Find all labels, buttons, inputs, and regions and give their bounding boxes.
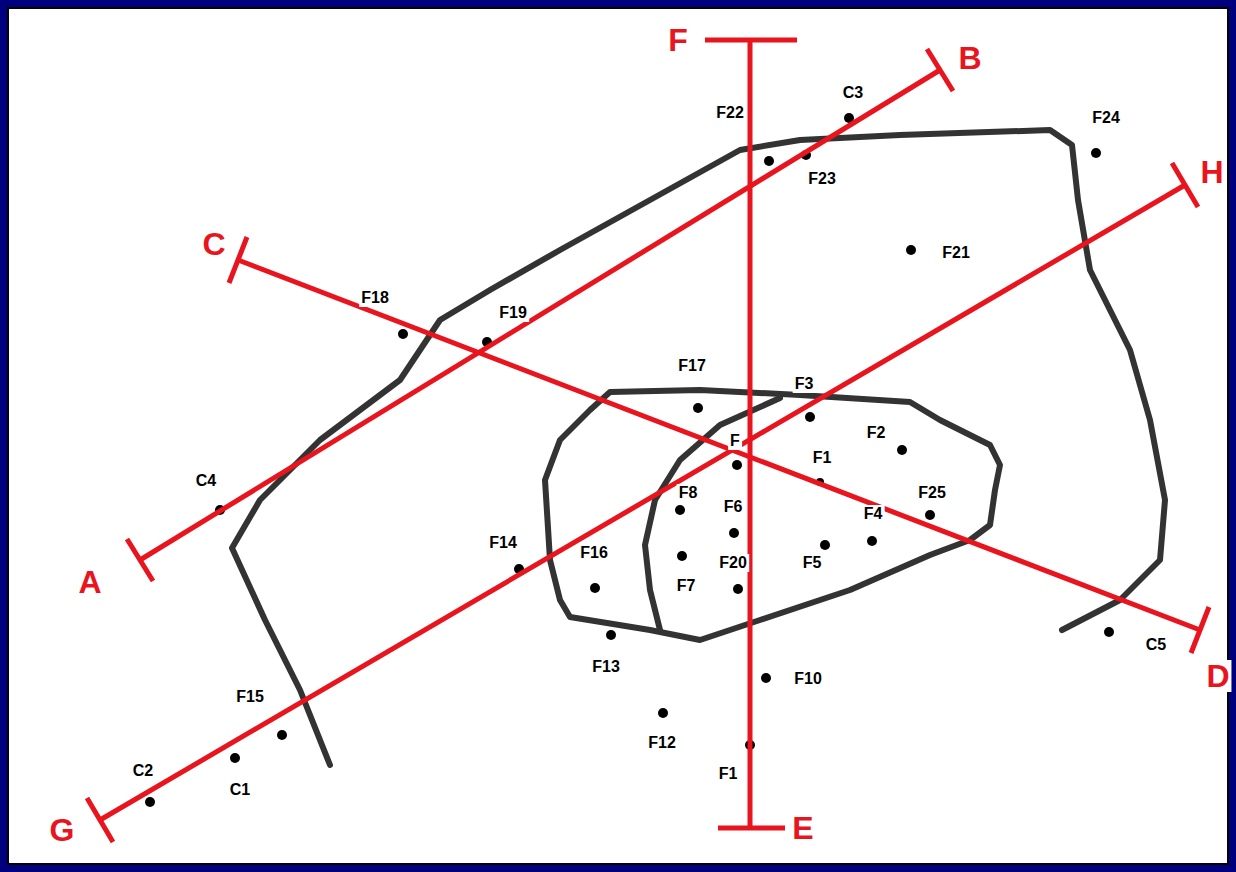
point-label: F19	[497, 304, 529, 322]
point-label: F17	[676, 357, 708, 375]
point-label: F8	[677, 484, 700, 502]
point-label: F20	[717, 554, 749, 572]
point-label: F24	[1090, 109, 1122, 127]
section-line	[748, 40, 753, 828]
point-label: C4	[194, 472, 218, 490]
map-frame	[8, 8, 1228, 864]
section-letter: H	[1198, 156, 1225, 188]
point-label: F5	[801, 554, 824, 572]
point-label: F7	[675, 577, 698, 595]
point-label: F1	[717, 765, 740, 783]
section-letter: D	[1204, 660, 1231, 692]
point-label: F16	[578, 544, 610, 562]
point-label: F12	[646, 734, 678, 752]
point-label: F22	[714, 104, 746, 122]
point-label: F1	[811, 449, 834, 467]
section-letter: G	[48, 814, 77, 846]
point-label: F18	[359, 289, 391, 307]
section-letter: F	[666, 24, 690, 56]
section-line	[238, 260, 1200, 630]
section-lines	[87, 40, 1209, 842]
point-label: F14	[487, 534, 519, 552]
point-label: F4	[862, 505, 885, 523]
section-letter: B	[956, 42, 983, 74]
point-label: F3	[793, 375, 816, 393]
point-label: F6	[722, 498, 745, 516]
outer-boundary	[232, 130, 1165, 765]
section-letter: C	[200, 228, 227, 260]
point-label: C1	[228, 781, 252, 799]
point-label: F10	[792, 670, 824, 688]
point-label: F2	[865, 424, 888, 442]
point-label: F21	[940, 244, 972, 262]
point-label: F15	[234, 688, 266, 706]
point-label: C3	[841, 84, 865, 102]
sample-points	[145, 113, 1114, 807]
section-line	[100, 185, 1185, 820]
point-label: F23	[806, 170, 838, 188]
section-letter: A	[76, 566, 103, 598]
point-label: F25	[916, 484, 948, 502]
point-label: C5	[1144, 636, 1168, 654]
point-label: F13	[590, 658, 622, 676]
point-label: C2	[131, 762, 155, 780]
point-label: F	[728, 432, 742, 450]
section-letter: E	[790, 812, 815, 844]
